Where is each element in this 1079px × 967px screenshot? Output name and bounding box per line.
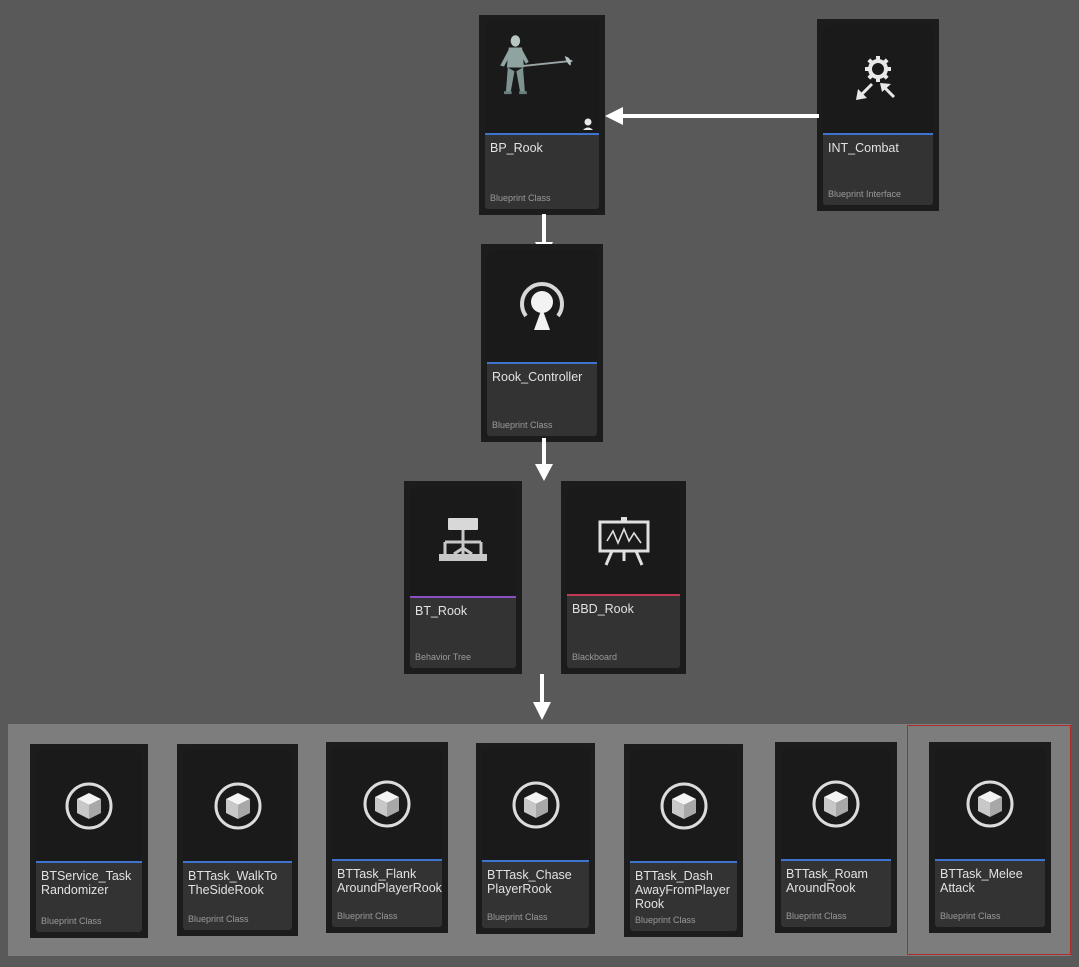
- asset-tile-bt-rook[interactable]: BT_Rook Behavior Tree: [404, 481, 522, 674]
- asset-type-bar: [482, 860, 589, 862]
- asset-type-bar: [935, 859, 1045, 861]
- cube-icon: [512, 781, 559, 828]
- behavior-tree-icon: [439, 517, 487, 561]
- asset-tile-task-3[interactable]: BTTask_Flank AroundPlayerRook Blueprint …: [326, 742, 448, 933]
- cube-icon: [363, 780, 411, 827]
- asset-type-label: Blackboard: [572, 652, 618, 662]
- asset-name: BTService_Task Randomizer: [41, 869, 132, 897]
- asset-thumbnail: [482, 749, 589, 860]
- asset-type-label: Blueprint Interface: [828, 189, 902, 199]
- asset-name: BTTask_Chase PlayerRook: [487, 868, 572, 896]
- cube-icon: [966, 780, 1014, 827]
- asset-type-label: Blueprint Class: [337, 911, 398, 921]
- asset-type-label: Blueprint Class: [487, 912, 548, 922]
- asset-name: INT_Combat: [828, 141, 899, 155]
- asset-type-bar: [487, 362, 597, 364]
- asset-type-label: Behavior Tree: [415, 652, 472, 662]
- character-thumbnail: [485, 21, 599, 133]
- asset-name: BP_Rook: [490, 141, 543, 155]
- asset-type-label: Blueprint Class: [490, 193, 551, 203]
- selection-highlight: [907, 725, 1071, 955]
- asset-tile-task-4[interactable]: BTTask_Chase PlayerRook Blueprint Class: [476, 743, 595, 934]
- asset-type-bar: [410, 596, 516, 598]
- asset-tile-task-2[interactable]: BTTask_WalkTo TheSideRook Blueprint Clas…: [177, 744, 298, 936]
- asset-type-label: Blueprint Class: [492, 420, 553, 430]
- asset-name: BTTask_Roam AroundRook: [786, 867, 868, 895]
- asset-thumbnail: [630, 750, 737, 861]
- asset-tile-task-7[interactable]: BTTask_Melee Attack Blueprint Class: [929, 742, 1051, 933]
- skeletal-mesh-icon: [583, 118, 593, 130]
- asset-name: BTTask_WalkTo TheSideRook: [188, 869, 278, 897]
- asset-thumbnail: [487, 250, 597, 362]
- asset-thumbnail: [567, 487, 680, 594]
- asset-tile-bp-rook[interactable]: BP_Rook Blueprint Class: [479, 15, 605, 215]
- cube-icon: [65, 782, 113, 829]
- asset-name: BTTask_Dash AwayFromPlayer Rook: [635, 869, 730, 911]
- ai-controller-icon: [520, 282, 564, 330]
- asset-thumbnail: [410, 487, 516, 596]
- asset-thumbnail: [823, 25, 933, 133]
- asset-name: BBD_Rook: [572, 602, 634, 616]
- asset-type-bar: [183, 861, 292, 863]
- asset-type-bar: [485, 133, 599, 135]
- asset-type-bar: [332, 859, 442, 861]
- asset-type-bar: [567, 594, 680, 596]
- asset-tile-task-5[interactable]: BTTask_Dash AwayFromPlayer Rook Blueprin…: [624, 744, 743, 937]
- gear-arrows-icon: [856, 56, 896, 100]
- cube-icon: [812, 780, 860, 827]
- reference-arrow-down: [535, 438, 553, 481]
- asset-type-label: Blueprint Class: [188, 914, 249, 924]
- reference-arrow-left: [605, 107, 819, 125]
- asset-type-bar: [630, 861, 737, 863]
- asset-type-label: Blueprint Class: [41, 916, 102, 926]
- asset-type-label: Blueprint Class: [786, 911, 847, 921]
- asset-tile-task-1[interactable]: BTService_Task Randomizer Blueprint Clas…: [30, 744, 148, 938]
- asset-thumbnail: [332, 748, 442, 859]
- asset-type-bar: [781, 859, 891, 861]
- asset-tile-bbd-rook[interactable]: BBD_Rook Blackboard: [561, 481, 686, 674]
- asset-type-bar: [823, 133, 933, 135]
- asset-name: BT_Rook: [415, 604, 468, 618]
- cube-icon: [214, 782, 261, 829]
- asset-type-label: Blueprint Class: [940, 911, 1001, 921]
- asset-name: BTTask_Flank AroundPlayerRook: [337, 867, 442, 895]
- asset-thumbnail: [781, 748, 891, 859]
- asset-thumbnail: [935, 748, 1045, 859]
- cube-icon: [660, 782, 707, 829]
- blackboard-icon: [598, 516, 649, 566]
- knight-with-halberd-icon: [500, 35, 573, 95]
- asset-tile-int-combat[interactable]: INT_Combat Blueprint Interface: [817, 19, 939, 211]
- asset-thumbnail: [36, 750, 142, 861]
- asset-name: BTTask_Melee Attack: [940, 867, 1023, 895]
- reference-arrow-down: [533, 674, 551, 720]
- asset-tile-rook-controller[interactable]: Rook_Controller Blueprint Class: [481, 244, 603, 442]
- asset-type-label: Blueprint Class: [635, 915, 696, 925]
- asset-type-bar: [36, 861, 142, 863]
- asset-name: Rook_Controller: [492, 370, 583, 384]
- asset-tile-task-6[interactable]: BTTask_Roam AroundRook Blueprint Class: [775, 742, 897, 933]
- asset-thumbnail: [183, 750, 292, 861]
